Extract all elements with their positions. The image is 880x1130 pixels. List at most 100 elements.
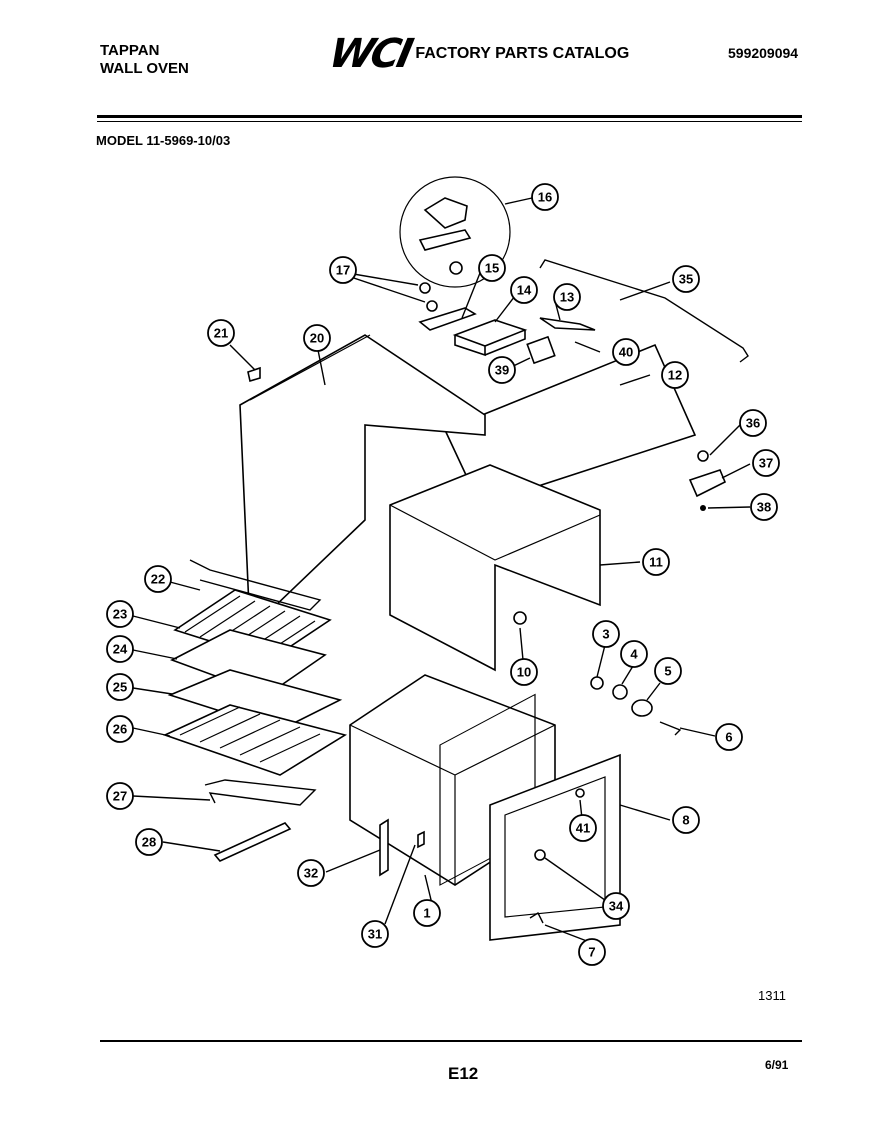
callout-label: 28 [142, 835, 156, 850]
callout-circle [672, 806, 700, 834]
part-13-clip [539, 317, 596, 331]
part-39-fan [526, 335, 556, 365]
callout-40: 40 [612, 338, 640, 366]
callout-35: 35 [672, 265, 700, 293]
part-15-bracket [418, 307, 477, 331]
callout-41: 41 [569, 814, 597, 842]
part-28-bracket [213, 822, 292, 862]
callout-circle [329, 256, 357, 284]
part-14-box [452, 319, 528, 357]
callout-label: 16 [538, 190, 552, 205]
part-10-spring [513, 611, 527, 625]
callout-37: 37 [752, 449, 780, 477]
part-4-knob [612, 684, 628, 700]
callout-34: 34 [602, 892, 630, 920]
callout-3: 3 [592, 620, 620, 648]
callout-label: 36 [746, 416, 760, 431]
part-37-bracket [688, 469, 727, 498]
callout-label: 12 [668, 368, 682, 383]
callout-circle [106, 715, 134, 743]
callout-label: 24 [113, 642, 128, 657]
callout-circle [207, 319, 235, 347]
catalog-title: FACTORY PARTS CATALOG [415, 45, 630, 62]
callout-label: 4 [630, 647, 638, 662]
callout-circle [553, 283, 581, 311]
callout-label: 21 [214, 326, 228, 341]
callout-28: 28 [135, 828, 163, 856]
callout-10: 10 [510, 658, 538, 686]
callout-circle [752, 449, 780, 477]
part-31-clip [417, 830, 425, 849]
callout-label: 39 [495, 363, 509, 378]
callout-circle [602, 892, 630, 920]
callout-circle [750, 493, 778, 521]
footer-rule [100, 1040, 802, 1042]
callout-group: 1345678101112131415161720212223242526272… [106, 183, 780, 966]
callout-label: 40 [619, 345, 633, 360]
callout-13: 13 [553, 283, 581, 311]
catalog-header: WCI FACTORY PARTS CATALOG [325, 31, 630, 77]
callout-circle [612, 338, 640, 366]
callout-label: 10 [517, 665, 531, 680]
callout-7: 7 [578, 938, 606, 966]
callout-label: 35 [679, 272, 693, 287]
callout-circle [569, 814, 597, 842]
callout-6: 6 [715, 723, 743, 751]
callout-25: 25 [106, 673, 134, 701]
callout-circle [672, 265, 700, 293]
callout-label: 26 [113, 722, 127, 737]
callout-circle [144, 565, 172, 593]
callout-circle [578, 938, 606, 966]
callout-label: 5 [664, 664, 671, 679]
callout-label: 37 [759, 456, 773, 471]
callout-circle [478, 254, 506, 282]
brand-name: TAPPAN [100, 42, 160, 59]
callout-36: 36 [739, 409, 767, 437]
callout-label: 7 [588, 945, 595, 960]
part-11-housing [389, 464, 601, 672]
callout-circle [106, 600, 134, 628]
callout-circle [510, 276, 538, 304]
callout-21: 21 [207, 319, 235, 347]
catalog-part-number: 599209094 [728, 45, 799, 61]
callout-label: 14 [517, 283, 532, 298]
callout-circle [488, 356, 516, 384]
callout-14: 14 [510, 276, 538, 304]
brand-block: TAPPAN WALL OVEN [100, 42, 189, 78]
part-6-clip [659, 721, 682, 736]
page-code: E12 [448, 1064, 479, 1083]
callout-circle [661, 361, 689, 389]
callout-label: 32 [304, 866, 318, 881]
callout-label: 31 [368, 927, 382, 942]
callout-circle [642, 548, 670, 576]
callout-5: 5 [654, 657, 682, 685]
product-type: WALL OVEN [100, 60, 189, 77]
callout-label: 15 [485, 261, 499, 276]
callout-32: 32 [297, 859, 325, 887]
callout-circle [303, 324, 331, 352]
callout-circle [510, 658, 538, 686]
part-17-nut-b [426, 300, 438, 312]
part-7-screw [529, 911, 544, 924]
part-32-hinge [379, 818, 389, 877]
callout-circle [135, 828, 163, 856]
callout-circle [106, 782, 134, 810]
callout-4: 4 [620, 640, 648, 668]
part-5-knob [631, 699, 653, 717]
callout-circle [531, 183, 559, 211]
callout-label: 38 [757, 500, 771, 515]
callout-12: 12 [661, 361, 689, 389]
callout-circle [739, 409, 767, 437]
callout-8: 8 [672, 806, 700, 834]
callout-label: 25 [113, 680, 127, 695]
part-35-rod [539, 259, 749, 363]
part-38-screw [700, 505, 706, 511]
callout-label: 3 [602, 627, 609, 642]
part-36-screw [697, 450, 709, 462]
callout-circle [413, 899, 441, 927]
part-3-knob [590, 676, 604, 690]
print-date: 6/91 [765, 1058, 789, 1072]
callout-39: 39 [488, 356, 516, 384]
header-rule-thick [97, 115, 802, 118]
